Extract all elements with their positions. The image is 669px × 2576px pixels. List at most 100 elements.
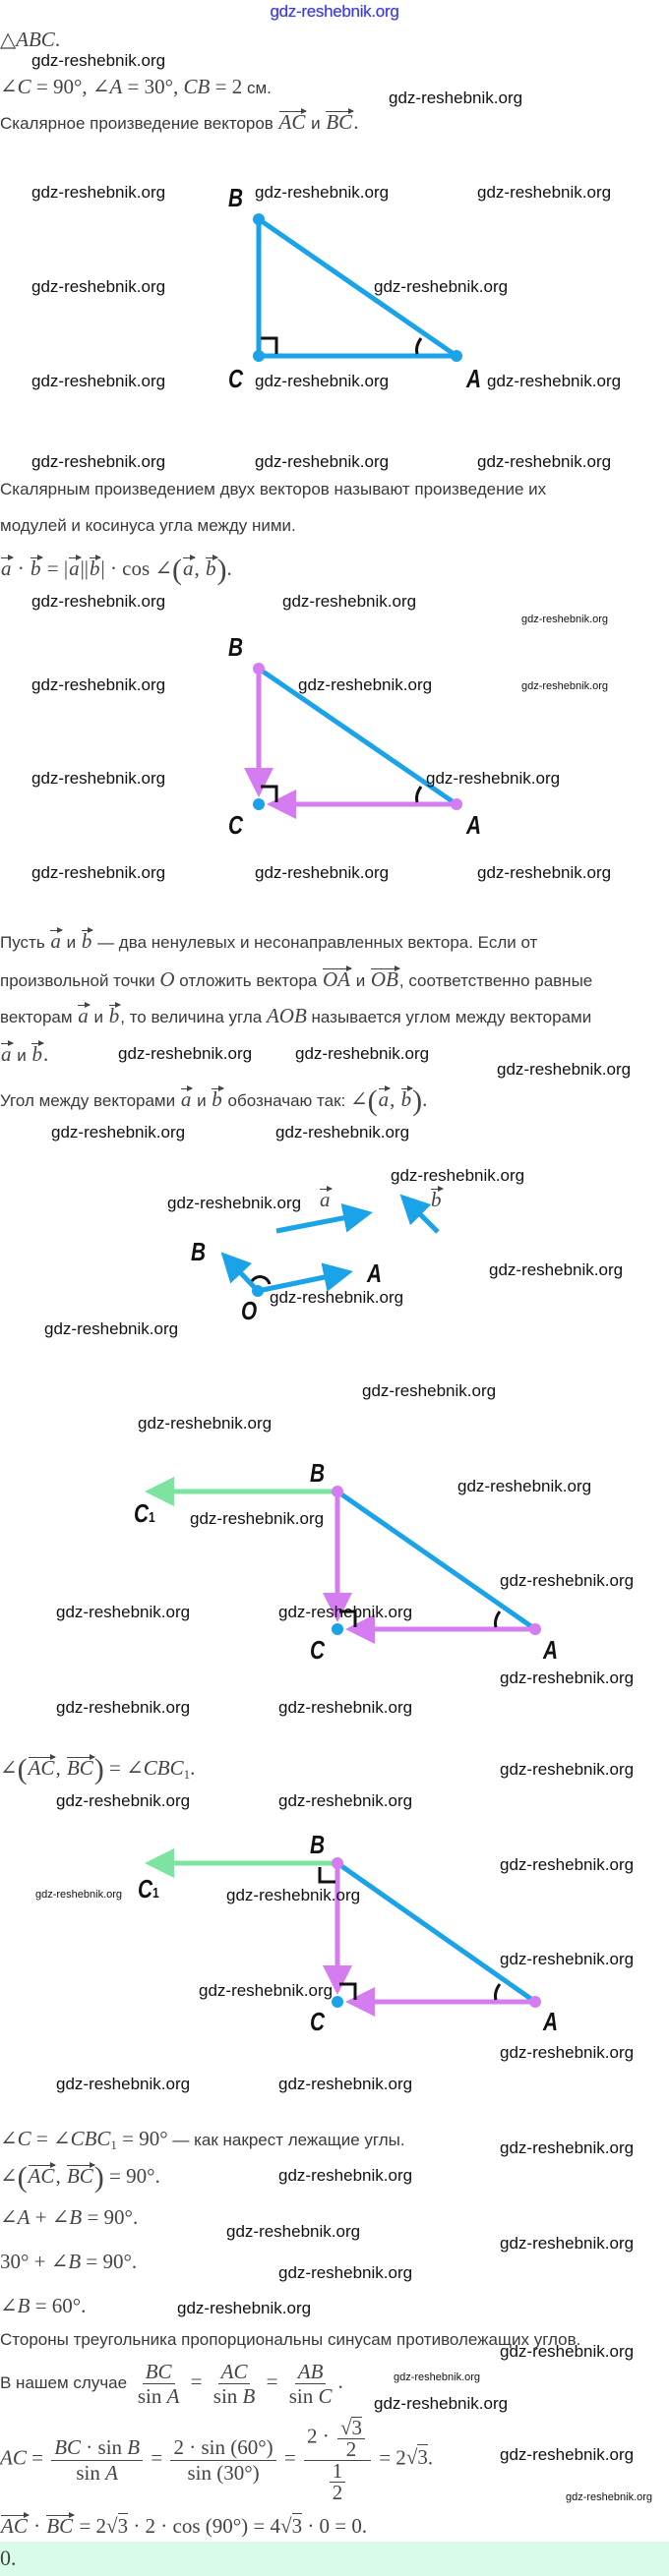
math-text: · sin (81, 2435, 128, 2460)
vector-name: a (50, 929, 61, 953)
watermark: gdz-reshebnik.org (138, 1414, 273, 1433)
watermark: gdz-reshebnik.org (278, 1791, 413, 1810)
watermark: gdz-reshebnik.org (500, 2342, 635, 2361)
vector: b (205, 555, 218, 580)
math-text: sin (76, 2460, 106, 2485)
watermark: gdz-reshebnik.org (199, 1981, 334, 2000)
math-var: CB (183, 75, 211, 98)
denominator: sin C (286, 2384, 335, 2408)
paren-left: ( (172, 554, 183, 586)
paren-right: ) (93, 1753, 104, 1786)
vector-arrow-icon (1, 1040, 13, 1046)
math-text: = 60°. (30, 2294, 87, 2317)
watermark: gdz-reshebnik.org (521, 614, 609, 625)
vertex-c (332, 1996, 343, 2008)
angle-def-line-1: Пусть a и b — два ненулевых и несонаправ… (0, 927, 538, 955)
vector-name: BC (326, 110, 353, 134)
label-o: O (241, 1296, 258, 1325)
text-run: Пусть (0, 933, 50, 952)
vector: BC (66, 1754, 95, 1780)
watermark: gdz-reshebnik.org (31, 183, 166, 202)
right-angle-mark-b (318, 1867, 335, 1884)
math-text: = (278, 2445, 301, 2470)
math-text: ∠ (349, 1087, 368, 1111)
vector-name: AC (278, 110, 306, 134)
text-run: отложить вектора (174, 971, 322, 990)
vector-arrow-icon (108, 1002, 121, 1008)
vertex-b (253, 663, 265, 674)
text-run: и (12, 1046, 31, 1065)
paren-right: ) (412, 1084, 423, 1117)
vector: b (211, 1085, 224, 1111)
answer-box: 0. (0, 2542, 669, 2576)
text-run: называется углом между векторами (306, 1008, 592, 1026)
math-var: A (109, 75, 123, 98)
label-c: C (228, 364, 244, 393)
watermark: gdz-reshebnik.org (255, 863, 390, 882)
math-text: . (422, 1087, 428, 1111)
math-text: = (261, 2370, 283, 2394)
watermark: gdz-reshebnik.org (500, 2234, 635, 2253)
vector-name: a (1, 1042, 12, 1066)
text-run: — два ненулевых и несонаправленных векто… (92, 933, 538, 952)
math-var: C (318, 2384, 333, 2409)
math-text: . (337, 2370, 343, 2394)
watermark: gdz-reshebnik.org (477, 183, 612, 202)
watermark: gdz-reshebnik.org (500, 1760, 635, 1779)
text-run: Стороны треугольника пропорциональны син… (0, 2330, 581, 2349)
label-b: B (191, 1237, 207, 1266)
vector: BC (45, 2512, 76, 2538)
math-var: B (242, 2384, 256, 2409)
sqrt: √3 (280, 2513, 303, 2538)
math-text: ∠ (0, 2294, 18, 2317)
text-run: обозначаю так: (222, 1091, 350, 1110)
text-run: В нашем случае (0, 2373, 132, 2393)
watermark: gdz-reshebnik.org (500, 1950, 635, 1968)
math-text: , (55, 1756, 66, 1780)
vector: AC (278, 108, 308, 134)
math-text: = (185, 2370, 208, 2394)
math-text: = 2 (373, 2445, 406, 2470)
watermark: gdz-reshebnik.org (31, 675, 166, 694)
angle-90: ∠(AC, BC) = 90°. (0, 2162, 160, 2193)
vector-arrow-icon (180, 1085, 193, 1091)
vector: a (68, 555, 82, 580)
paren-left: ( (17, 1753, 28, 1786)
text-run: Скалярным произведением двух векторов на… (0, 480, 547, 498)
parenthesized: (AC, BC) (18, 1754, 104, 1785)
vector: a (49, 927, 63, 953)
watermark: gdz-reshebnik.org (177, 2299, 312, 2317)
vector: b (108, 1002, 121, 1027)
text-run: векторам (0, 1008, 78, 1026)
vector: a (378, 1085, 391, 1111)
sqrt-radicand: 3 (117, 2513, 129, 2538)
math-text: = 2 (210, 75, 243, 98)
vector: a (0, 1040, 13, 1066)
fraction: 2 · sin (60°)sin (30°) (170, 2435, 276, 2485)
vector-arrow-icon (66, 2162, 95, 2168)
math-text: 2 (345, 2437, 357, 2461)
watermark: gdz-reshebnik.org (477, 863, 612, 882)
math-var: BC (145, 2360, 172, 2383)
vector: a (180, 1085, 193, 1111)
alternate-angles: ∠C = ∠CBC1 = 90° — как накрест лежащие у… (0, 2127, 405, 2157)
denominator: 2 (343, 2439, 360, 2460)
vertex-b (253, 213, 265, 225)
watermark: gdz-reshebnik.org (477, 452, 612, 471)
math-var: A (17, 2205, 30, 2229)
site-banner[interactable]: gdz-reshebnik.org (270, 2, 399, 21)
text-run: , то величина угла (120, 1008, 267, 1026)
text-run: модулей и косинуса угла между ними. (0, 516, 296, 535)
paren-left: ( (367, 1084, 378, 1117)
label-c1: C1 (138, 1874, 159, 1903)
watermark: gdz-reshebnik.org (255, 372, 390, 390)
sqrt-radicand: 3 (417, 2444, 428, 2470)
math-text: = (26, 2445, 49, 2470)
watermark: gdz-reshebnik.org (489, 1260, 624, 1279)
sqrt-sign: √ (405, 2445, 418, 2470)
math-text: 2 · (306, 2424, 334, 2448)
